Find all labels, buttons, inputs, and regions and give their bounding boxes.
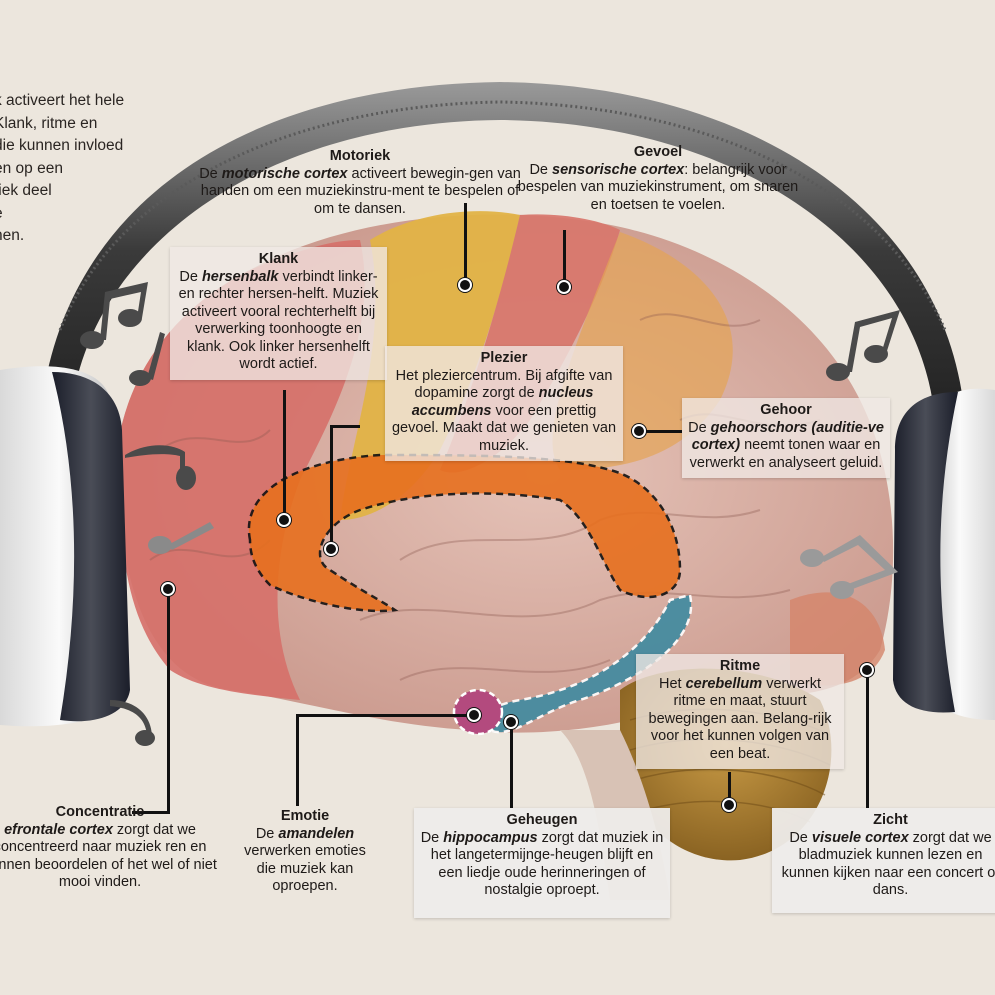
music-note-icon	[148, 522, 214, 554]
label-plezier: Plezier Het pleziercentrum. Bij afgifte …	[385, 346, 623, 461]
label-ritme: Ritme Het cerebellum verwerkt ritme en m…	[636, 654, 844, 769]
music-note-icon	[125, 445, 196, 490]
label-gehoor: Gehoor De gehoorschors (auditie-ve corte…	[682, 398, 890, 478]
right-earcup	[893, 388, 995, 720]
music-note-icon	[129, 332, 165, 386]
music-note-icon	[800, 535, 898, 599]
music-note-icon	[110, 700, 155, 746]
left-earcup	[0, 366, 130, 727]
music-note-icon	[826, 310, 900, 381]
label-emotie: Emotie De amandelen verwerken emoties di…	[244, 808, 366, 894]
label-geheugen: Geheugen De hippocampus zorgt dat muziek…	[414, 808, 670, 918]
headband	[40, 82, 965, 420]
music-note-icon	[80, 282, 148, 349]
label-concentratie: Concentratie efrontale cortex zorgt dat …	[0, 804, 217, 890]
label-klank: Klank De hersenbalk verbindt linker- en …	[170, 247, 387, 380]
label-motoriek: Motoriek De motorische cortex activeert …	[199, 148, 521, 217]
intro-text: k activeert het hele Klank, ritme en die…	[0, 92, 125, 244]
label-gevoel: Gevoel De sensorische cortex: belangrijk…	[517, 144, 799, 213]
label-zicht: Zicht De visuele cortex zorgt dat we bla…	[772, 808, 995, 913]
corpus-callosum-zone	[247, 453, 682, 613]
music-notes	[80, 282, 900, 746]
